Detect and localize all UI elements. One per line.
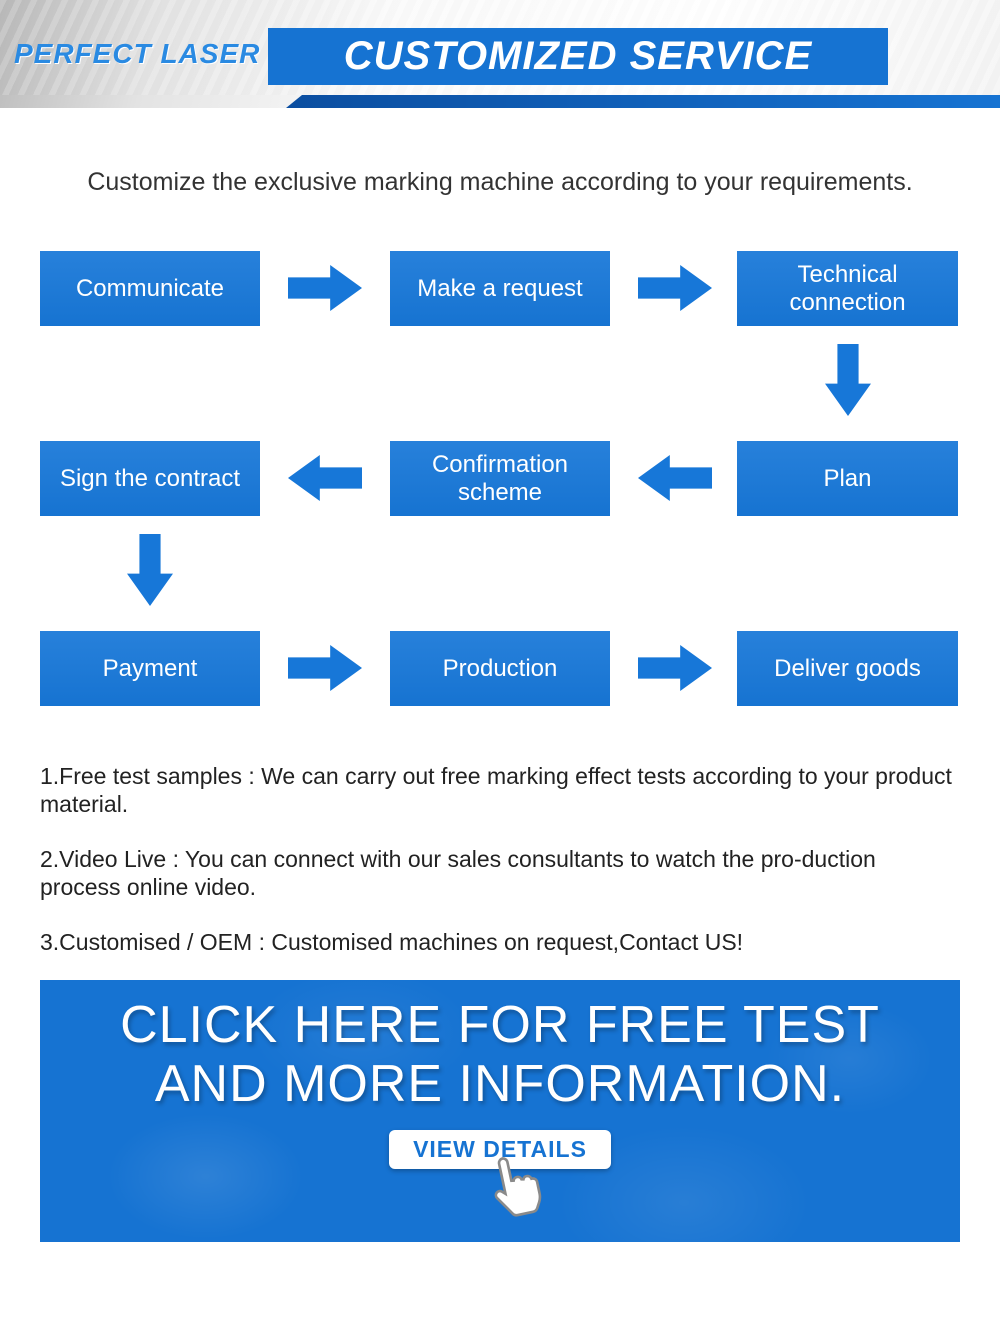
cta-headline-line1: CLICK HERE FOR FREE TEST — [120, 996, 880, 1055]
title-bar: CUSTOMIZED SERVICE — [268, 28, 888, 85]
arrow-left-icon — [288, 455, 362, 501]
flow-step-deliver-goods: Deliver goods — [737, 631, 958, 706]
flow-step-technical-connection: Technical connection — [737, 251, 958, 326]
flow-step-sign-contract: Sign the contract — [40, 441, 260, 516]
arrow-right-icon — [638, 645, 712, 691]
intro-text: Customize the exclusive marking machine … — [87, 168, 913, 196]
arrow-down-icon — [127, 534, 173, 606]
arrow-right-icon — [288, 265, 362, 311]
flow-step-make-request: Make a request — [390, 251, 610, 326]
page-title: CUSTOMIZED SERVICE — [343, 34, 813, 78]
flow-step-confirmation-scheme: Confirmation scheme — [390, 441, 610, 516]
flow-step-communicate: Communicate — [40, 251, 260, 326]
service-notes: 1.Free test samples : We can carry out f… — [40, 762, 960, 956]
arrow-down-icon — [825, 344, 871, 416]
note-customised-oem: 3.Customised / OEM : Customised machines… — [40, 929, 744, 956]
header: PERFECT LASER CUSTOMIZED SERVICE — [0, 0, 1000, 108]
note-free-test-samples: 1.Free test samples : We can carry out f… — [40, 763, 952, 818]
cta-banner[interactable]: CLICK HERE FOR FREE TEST AND MORE INFORM… — [40, 980, 960, 1243]
hand-cursor-icon — [476, 1147, 552, 1231]
header-accent-stripe — [286, 95, 1000, 108]
arrow-right-icon — [288, 645, 362, 691]
cta-headline: CLICK HERE FOR FREE TEST AND MORE INFORM… — [40, 980, 960, 1114]
process-flowchart: Communicate Make a request Technical con… — [0, 251, 1000, 706]
cta-headline-line2: AND MORE INFORMATION. — [154, 1054, 846, 1113]
brand-logo: PERFECT LASER — [14, 38, 261, 69]
flow-step-production: Production — [390, 631, 610, 706]
flow-step-payment: Payment — [40, 631, 260, 706]
flow-step-plan: Plan — [737, 441, 958, 516]
arrow-left-icon — [638, 455, 712, 501]
arrow-right-icon — [638, 265, 712, 311]
note-video-live: 2.Video Live : You can connect with our … — [40, 846, 876, 901]
